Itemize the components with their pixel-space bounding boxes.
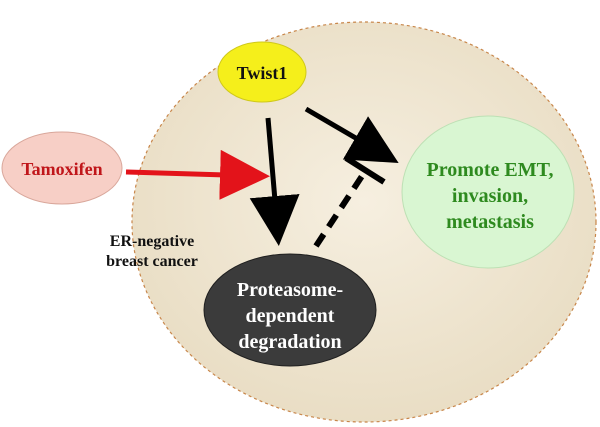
tamoxifen-arrow xyxy=(125,149,270,200)
proteasome-label-line-3: degradation xyxy=(238,331,341,353)
twist1-label: Twist1 xyxy=(237,63,288,83)
cell-context-label: ER-negative breast cancer xyxy=(92,232,212,272)
tamoxifen-node: Tamoxifen xyxy=(1,131,123,205)
inhibition-bar xyxy=(344,155,386,185)
twist1-to-proteasome-arrow xyxy=(249,117,300,246)
proteasome-label-line-1: Proteasome- xyxy=(237,279,343,301)
twist1-to-emt-arrow xyxy=(304,106,399,164)
emt-label-line-1: Promote EMT, xyxy=(426,159,553,181)
proteasome-inhibits-emt-line xyxy=(313,168,369,248)
tamoxifen-label: Tamoxifen xyxy=(21,159,102,179)
proteasome-label-line-2: dependent xyxy=(246,305,335,327)
cell-context-line-2: breast cancer xyxy=(106,253,198,270)
twist1-node: Twist1 xyxy=(217,41,307,103)
cell-context-line-1: ER-negative xyxy=(109,233,195,250)
proteasome-node: Proteasome- dependent degradation xyxy=(203,253,377,367)
emt-label-line-3: metastasis xyxy=(446,211,534,233)
emt-label-line-2: invasion, xyxy=(452,185,528,207)
emt-node: Promote EMT, invasion, metastasis xyxy=(401,115,575,269)
